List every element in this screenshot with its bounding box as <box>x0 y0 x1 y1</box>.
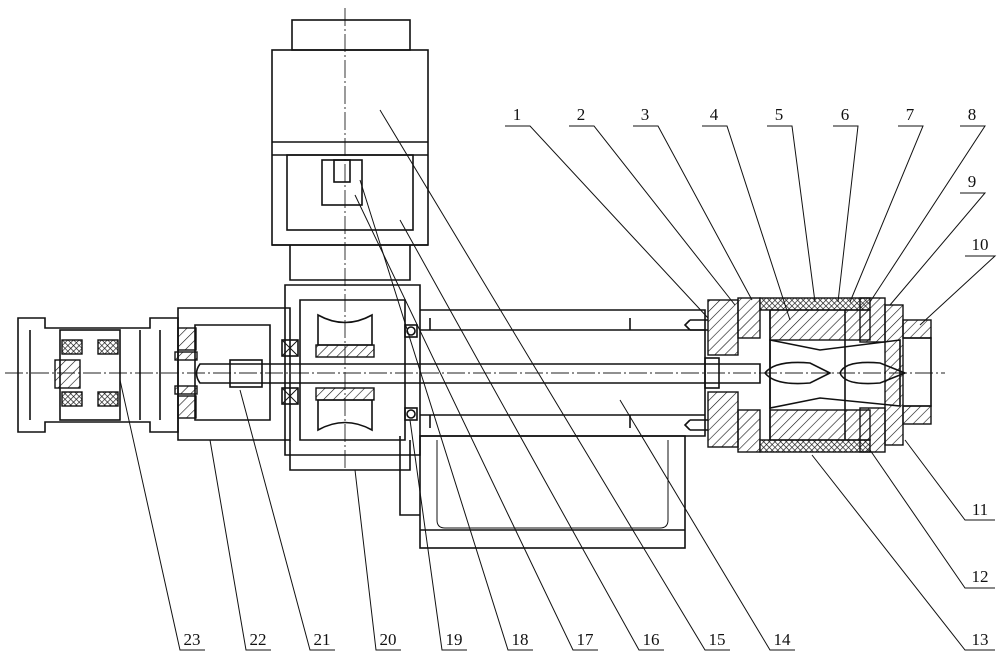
part-label-7: 7 <box>895 106 925 124</box>
part-label-9: 9 <box>957 173 987 191</box>
part-label-19: 19 <box>439 631 469 649</box>
part-label-16: 16 <box>636 631 666 649</box>
part-label-14: 14 <box>767 631 797 649</box>
part-label-10: 10 <box>965 236 995 254</box>
part-label-6: 6 <box>830 106 860 124</box>
part-label-15: 15 <box>702 631 732 649</box>
leader-lines <box>120 110 995 650</box>
part-label-11: 11 <box>965 501 995 519</box>
left-drive-unit <box>18 318 197 432</box>
spray-head <box>685 298 931 452</box>
part-label-17: 17 <box>570 631 600 649</box>
part-label-13: 13 <box>965 631 995 649</box>
part-label-12: 12 <box>965 568 995 586</box>
part-label-5: 5 <box>764 106 794 124</box>
part-label-20: 20 <box>373 631 403 649</box>
part-label-1: 1 <box>502 106 532 124</box>
coupling-housing <box>178 308 290 440</box>
part-label-8: 8 <box>957 106 987 124</box>
part-label-4: 4 <box>699 106 729 124</box>
part-label-22: 22 <box>243 631 273 649</box>
support-tank <box>400 436 685 548</box>
part-label-21: 21 <box>307 631 337 649</box>
part-label-18: 18 <box>505 631 535 649</box>
part-label-3: 3 <box>630 106 660 124</box>
part-label-23: 23 <box>177 631 207 649</box>
part-label-2: 2 <box>566 106 596 124</box>
